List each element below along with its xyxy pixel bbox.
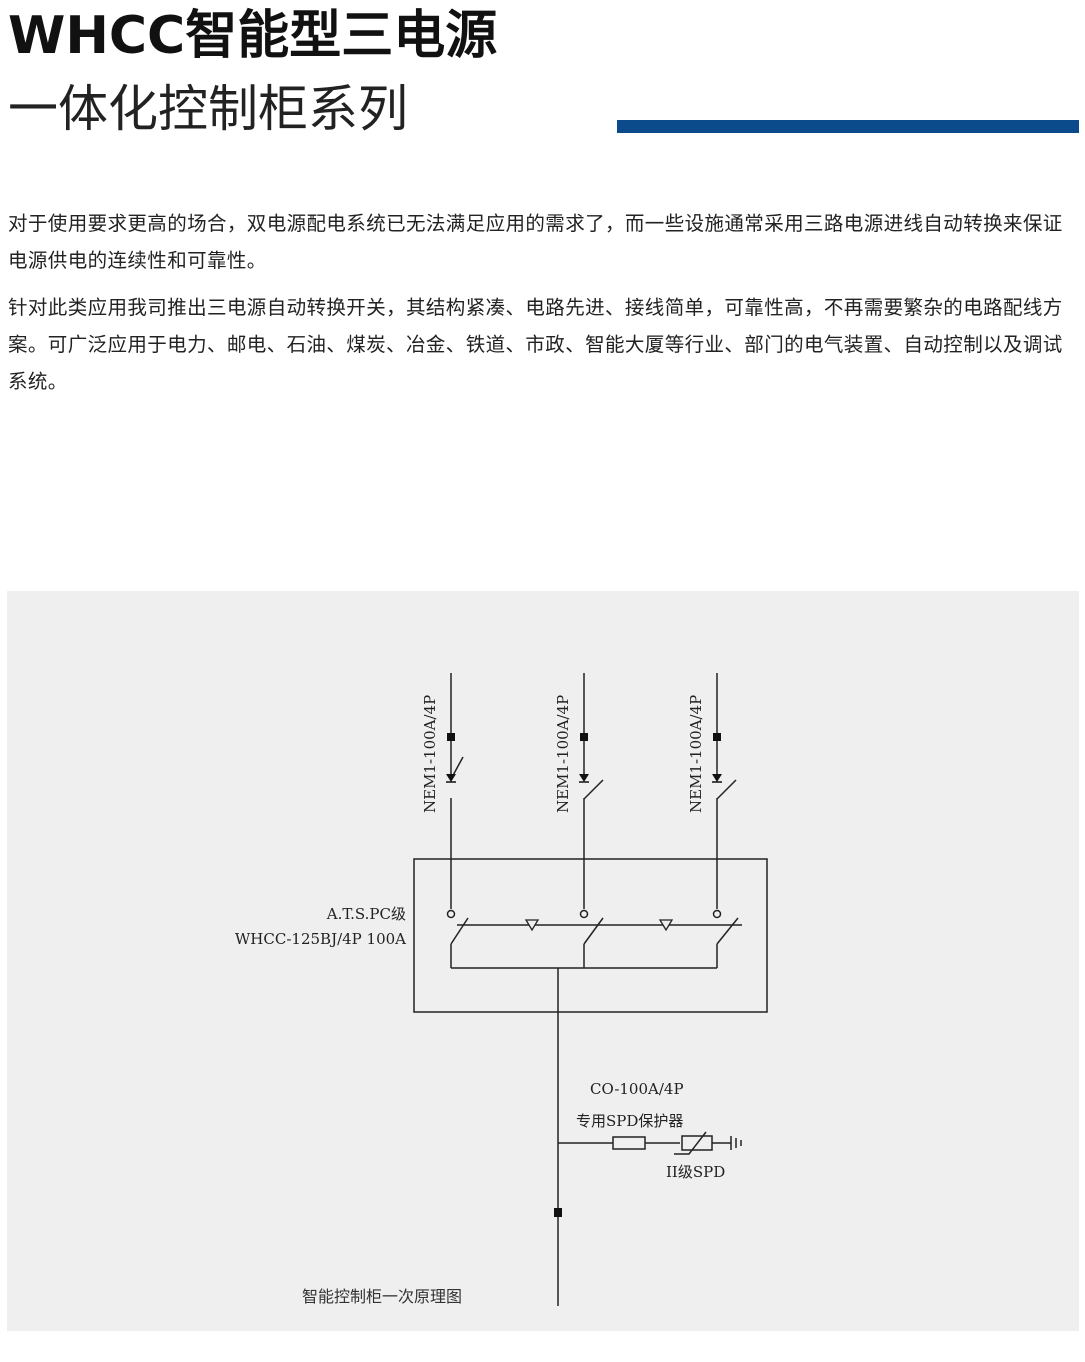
feeder-2-trip-arrow	[579, 774, 589, 782]
spd-label: 专用SPD保护器	[576, 1112, 683, 1130]
co-label: CO-100A/4P	[590, 1080, 684, 1098]
feeder-2-switch	[583, 779, 604, 800]
feeder-2-contact	[579, 909, 589, 919]
output-terminal	[554, 1208, 562, 1217]
breaker-label-3: NEM1-100A/4P	[687, 695, 705, 813]
breaker-label-2: NEM1-100A/4P	[554, 695, 572, 813]
feeder-3-terminal	[713, 733, 721, 741]
feeder-3-trip-arrow	[712, 774, 722, 782]
page-title: WHCC智能型三电源	[8, 6, 498, 66]
ats-contact-3	[716, 917, 739, 945]
ats-label-line2: WHCC-125BJ/4P 100A	[235, 930, 406, 948]
description-paragraph: 针对此类应用我司推出三电源自动转换开关，其结构紧凑、电路先进、接线简单，可靠性高…	[8, 296, 1063, 393]
ats-contact-1	[450, 917, 469, 945]
title-accent-bar	[617, 120, 1079, 133]
ats-link-triangle-1	[524, 919, 540, 932]
spd-class-label: II级SPD	[666, 1163, 725, 1181]
feeder-2-terminal	[580, 733, 588, 741]
ats-contact-2	[583, 917, 604, 945]
circuit-diagram: NEM1-100A/4P NEM1-100A/4P NEM1-100A/4P A…	[7, 591, 1079, 1331]
ats-label-line1: A.T.S.PC级	[326, 905, 406, 923]
feeder-1-terminal	[447, 733, 455, 741]
ats-link-triangle-2	[658, 919, 674, 932]
breaker-label-1: NEM1-100A/4P	[421, 695, 439, 813]
spd-fuse	[612, 1136, 646, 1150]
feeder-1-trip-arrow	[446, 774, 456, 782]
circuit-diagram-svg: NEM1-100A/4P NEM1-100A/4P NEM1-100A/4P A…	[235, 673, 768, 1306]
diagram-caption: 智能控制柜一次原理图	[302, 1287, 462, 1306]
ats-box	[413, 858, 768, 1013]
feeder-3-switch	[716, 779, 737, 800]
spd-varistor-slash	[674, 1131, 707, 1155]
feeder-1-contact	[446, 909, 456, 919]
page-subtitle: 一体化控制柜系列	[8, 80, 408, 138]
feeder-3-contact	[712, 909, 722, 919]
intro-paragraph: 对于使用要求更高的场合，双电源配电系统已无法满足应用的需求了，而一些设施通常采用…	[8, 212, 1063, 272]
